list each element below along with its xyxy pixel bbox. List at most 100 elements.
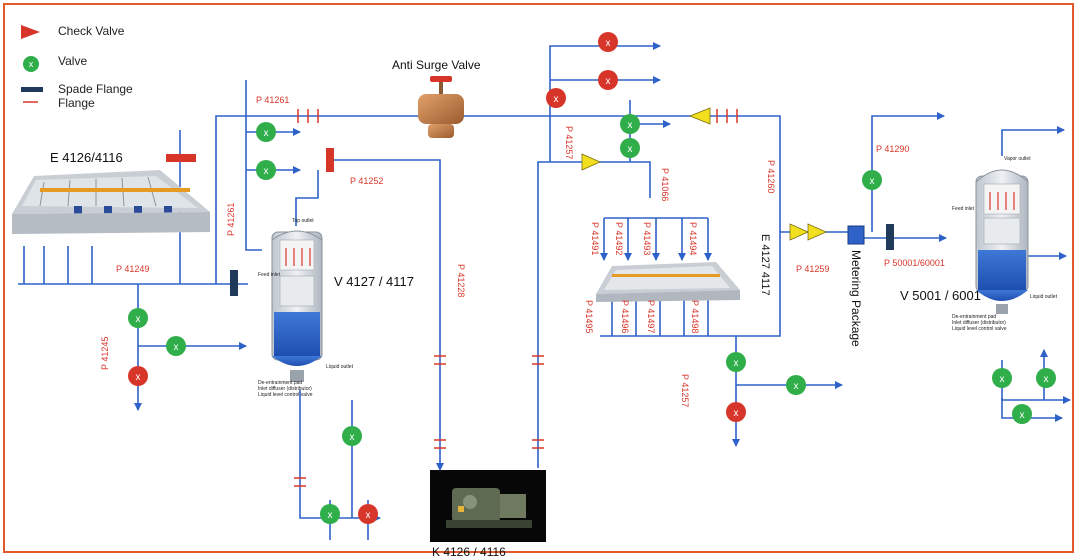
valve-red-icon: x: [726, 402, 746, 422]
anti-surge-valve: [418, 76, 464, 138]
pipe-label: P 41066: [660, 168, 670, 201]
valve-green-icon: x: [726, 352, 746, 372]
spade-flange-icon: [166, 154, 196, 162]
pipe-label: P 41495: [584, 300, 594, 333]
pipe-labels: P 41261 P 41261 P 41252 P 41249 P 41245 …: [100, 95, 945, 407]
pipe-label: P 41260: [766, 160, 776, 193]
v4127-note-1: De-entrainment pad: [258, 380, 302, 386]
svg-text:x: x: [734, 358, 739, 369]
pipe-label: P 41249: [116, 264, 149, 274]
svg-text:x: x: [606, 76, 611, 87]
spade-flange-icon: [886, 224, 894, 250]
valve-green-icon: x: [1036, 368, 1056, 388]
pipe-label: P 41228: [456, 264, 466, 297]
pipe-label: P 41261: [256, 95, 289, 105]
valve-green-icon: x: [620, 114, 640, 134]
v5001-note-2: Inlet diffuser (distributor): [952, 320, 1006, 326]
k4126-label: K 4126 / 4116: [432, 545, 506, 558]
legend-spade-flange-label: Spade Flange: [58, 82, 133, 96]
pipe-v5001-vapour: [1001, 126, 1065, 156]
spade-flange-icon: [326, 148, 334, 172]
svg-text:x: x: [606, 38, 611, 49]
valve-green-icon: x: [342, 426, 362, 446]
pipe-label: P 41494: [688, 222, 698, 255]
vessel-callouts: Top outlet Feed inlet Liquid outlet De-e…: [258, 156, 1058, 398]
svg-text:x: x: [870, 176, 875, 187]
pipe-k4126-discharge: [537, 161, 578, 468]
legend-symbols: x: [21, 25, 43, 103]
check-valves: [581, 107, 827, 241]
v4127-note-2: Inlet diffuser (distributor): [258, 386, 312, 392]
svg-text:x: x: [1020, 410, 1025, 421]
pipe-label: P 41498: [690, 300, 700, 333]
svg-text:x: x: [328, 510, 333, 521]
svg-text:x: x: [264, 128, 269, 139]
e4126-label: E 4126/4116: [50, 150, 123, 165]
pipe-label: P 41492: [614, 222, 624, 255]
legend-valve-label: Valve: [58, 54, 88, 68]
svg-text:x: x: [1000, 374, 1005, 385]
svg-text:x: x: [794, 381, 799, 392]
pipe-header-riser: [215, 115, 420, 284]
valve-green-icon: x: [166, 336, 186, 356]
valve-green-icon: x: [256, 160, 276, 180]
valve-red-icon: x: [546, 88, 566, 108]
pipes: [18, 42, 1071, 540]
valves: x x x x x x x x x x x x x x x x x x x x: [128, 32, 1056, 524]
vessel-v5001: [975, 169, 1029, 314]
v4127-top-outlet-label: Top outlet: [292, 218, 314, 224]
svg-text:x: x: [628, 120, 633, 131]
svg-text:x: x: [554, 94, 559, 105]
v5001-liquid-outlet-label: Liquid outlet: [1030, 294, 1058, 300]
pipe-exchanger-drops: [23, 246, 93, 284]
v4127-note-3: Liquid level control valve: [258, 392, 313, 398]
pipe-label: P 41497: [646, 300, 656, 333]
valve-green-icon: x: [786, 375, 806, 395]
diagram-frame: [3, 3, 1074, 553]
legend-check-valve-label: Check Valve: [58, 24, 125, 38]
legend-check-valve-icon: [21, 25, 40, 39]
v5001-label: V 5001 / 6001: [900, 288, 981, 303]
valve-green-icon: x: [992, 368, 1012, 388]
v5001-note-1: De-entrainment pad: [952, 314, 996, 320]
svg-text:x: x: [628, 144, 633, 155]
pipe-p41290: [871, 112, 945, 232]
anti-surge-label: Anti Surge Valve: [392, 58, 481, 72]
e4127-label: E 4127 4117: [759, 234, 771, 296]
legend-spade-flange-icon: [21, 87, 43, 92]
legend-valve-icon: [23, 56, 39, 72]
equipment-labels: Anti Surge Valve E 4126/4116 V 4127 / 41…: [50, 58, 981, 558]
valve-body-icon: [418, 94, 464, 124]
handwheel-icon: [430, 76, 452, 82]
svg-text:x: x: [350, 432, 355, 443]
pipe-label: P 41290: [876, 144, 909, 154]
pipe-label: P 41252: [350, 176, 383, 186]
pipe-label: P 41259: [796, 264, 829, 274]
v4127-liquid-outlet-label: Liquid outlet: [326, 364, 354, 370]
pipe-recycle-return: [455, 115, 781, 232]
check-valve-icon: [688, 107, 711, 125]
vessel-v4127: [271, 230, 323, 382]
pipe-label: P 41245: [100, 337, 110, 370]
compressor-k4126: [430, 470, 546, 542]
v5001-vapor-outlet-label: Vapor outlet: [1004, 156, 1031, 162]
valve-red-icon: x: [128, 366, 148, 386]
svg-text:x: x: [366, 510, 371, 521]
pipe-label: P 50001/60001: [884, 258, 945, 268]
air-cooler-e4127: [596, 262, 740, 302]
legend-flange-label: Flange: [58, 96, 95, 110]
spade-flange-icon: [230, 270, 238, 296]
svg-text:x: x: [264, 166, 269, 177]
pipe-e4127-out-drops: [611, 296, 709, 336]
pipe-label: P 41257: [680, 374, 690, 407]
pipe-label: P 41261: [226, 203, 236, 236]
pipe-e4127-out-header: [600, 231, 796, 337]
v5001-feed-inlet-label: Feed inlet: [952, 206, 975, 212]
valve-red-icon: x: [358, 504, 378, 524]
pipe-label: P 41257: [564, 126, 574, 159]
svg-text:x: x: [29, 59, 34, 69]
flanges: [294, 109, 738, 487]
valve-green-icon: x: [1012, 404, 1032, 424]
v4127-feed-inlet-label: Feed inlet: [258, 272, 281, 278]
valve-red-icon: x: [598, 70, 618, 90]
